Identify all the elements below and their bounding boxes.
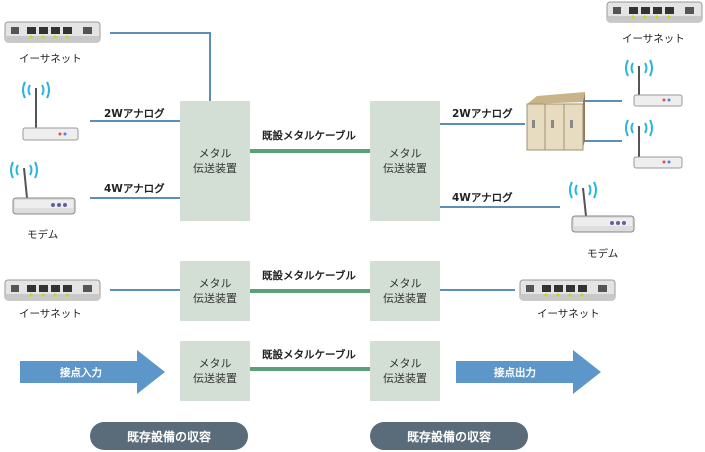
metal-transmitter-mid-left: メタル 伝送装置 [180, 261, 250, 321]
modem-icon [569, 181, 635, 233]
metal-transmitter-top-left: メタル 伝送装置 [180, 101, 250, 221]
ethernet-switch-icon [519, 279, 616, 301]
ethernet-switch-icon [606, 1, 703, 23]
analog-2w-label: 2Wアナログ [452, 108, 513, 120]
ethernet-label: イーサネット [537, 308, 600, 320]
ethernet-switch-icon [4, 21, 101, 43]
analog-2w-label: 2Wアナログ [104, 108, 165, 120]
equipment-cabinet-icon [526, 92, 585, 151]
contact-in-label: 接点入力 [60, 367, 102, 379]
existing-equipment-pill: 既存設備の収容 [370, 422, 528, 450]
contact-in-arrow [20, 350, 165, 394]
contact-out-arrow [456, 350, 601, 394]
contact-out-label: 接点出力 [494, 367, 536, 379]
analog-4w-label: 4Wアナログ [452, 192, 513, 204]
ethernet-label: イーサネット [19, 308, 82, 320]
ethernet-top-link [110, 32, 211, 101]
modem-icon [10, 161, 76, 215]
ethernet-label: イーサネット [622, 33, 685, 45]
metal-cable-label: 既設メタルケーブル [262, 270, 356, 282]
metal-transmitter-bot-right: メタル 伝送装置 [370, 341, 440, 401]
modem-label: モデム [27, 229, 59, 241]
wireless-router-icon [625, 119, 683, 169]
ethernet-switch-icon [4, 279, 101, 301]
wireless-router-icon [625, 59, 683, 107]
modem-label: モデム [587, 248, 619, 260]
existing-equipment-pill: 既存設備の収容 [90, 422, 248, 450]
analog-4w-label: 4Wアナログ [104, 183, 165, 195]
wireless-router-icon [22, 81, 79, 141]
ethernet-label: イーサネット [19, 53, 82, 65]
metal-transmitter-top-right: メタル 伝送装置 [370, 101, 440, 221]
metal-transmitter-mid-right: メタル 伝送装置 [370, 261, 440, 321]
metal-cable-label: 既設メタルケーブル [262, 349, 356, 361]
metal-transmitter-bot-left: メタル 伝送装置 [180, 341, 250, 401]
metal-cable-label: 既設メタルケーブル [262, 130, 356, 142]
